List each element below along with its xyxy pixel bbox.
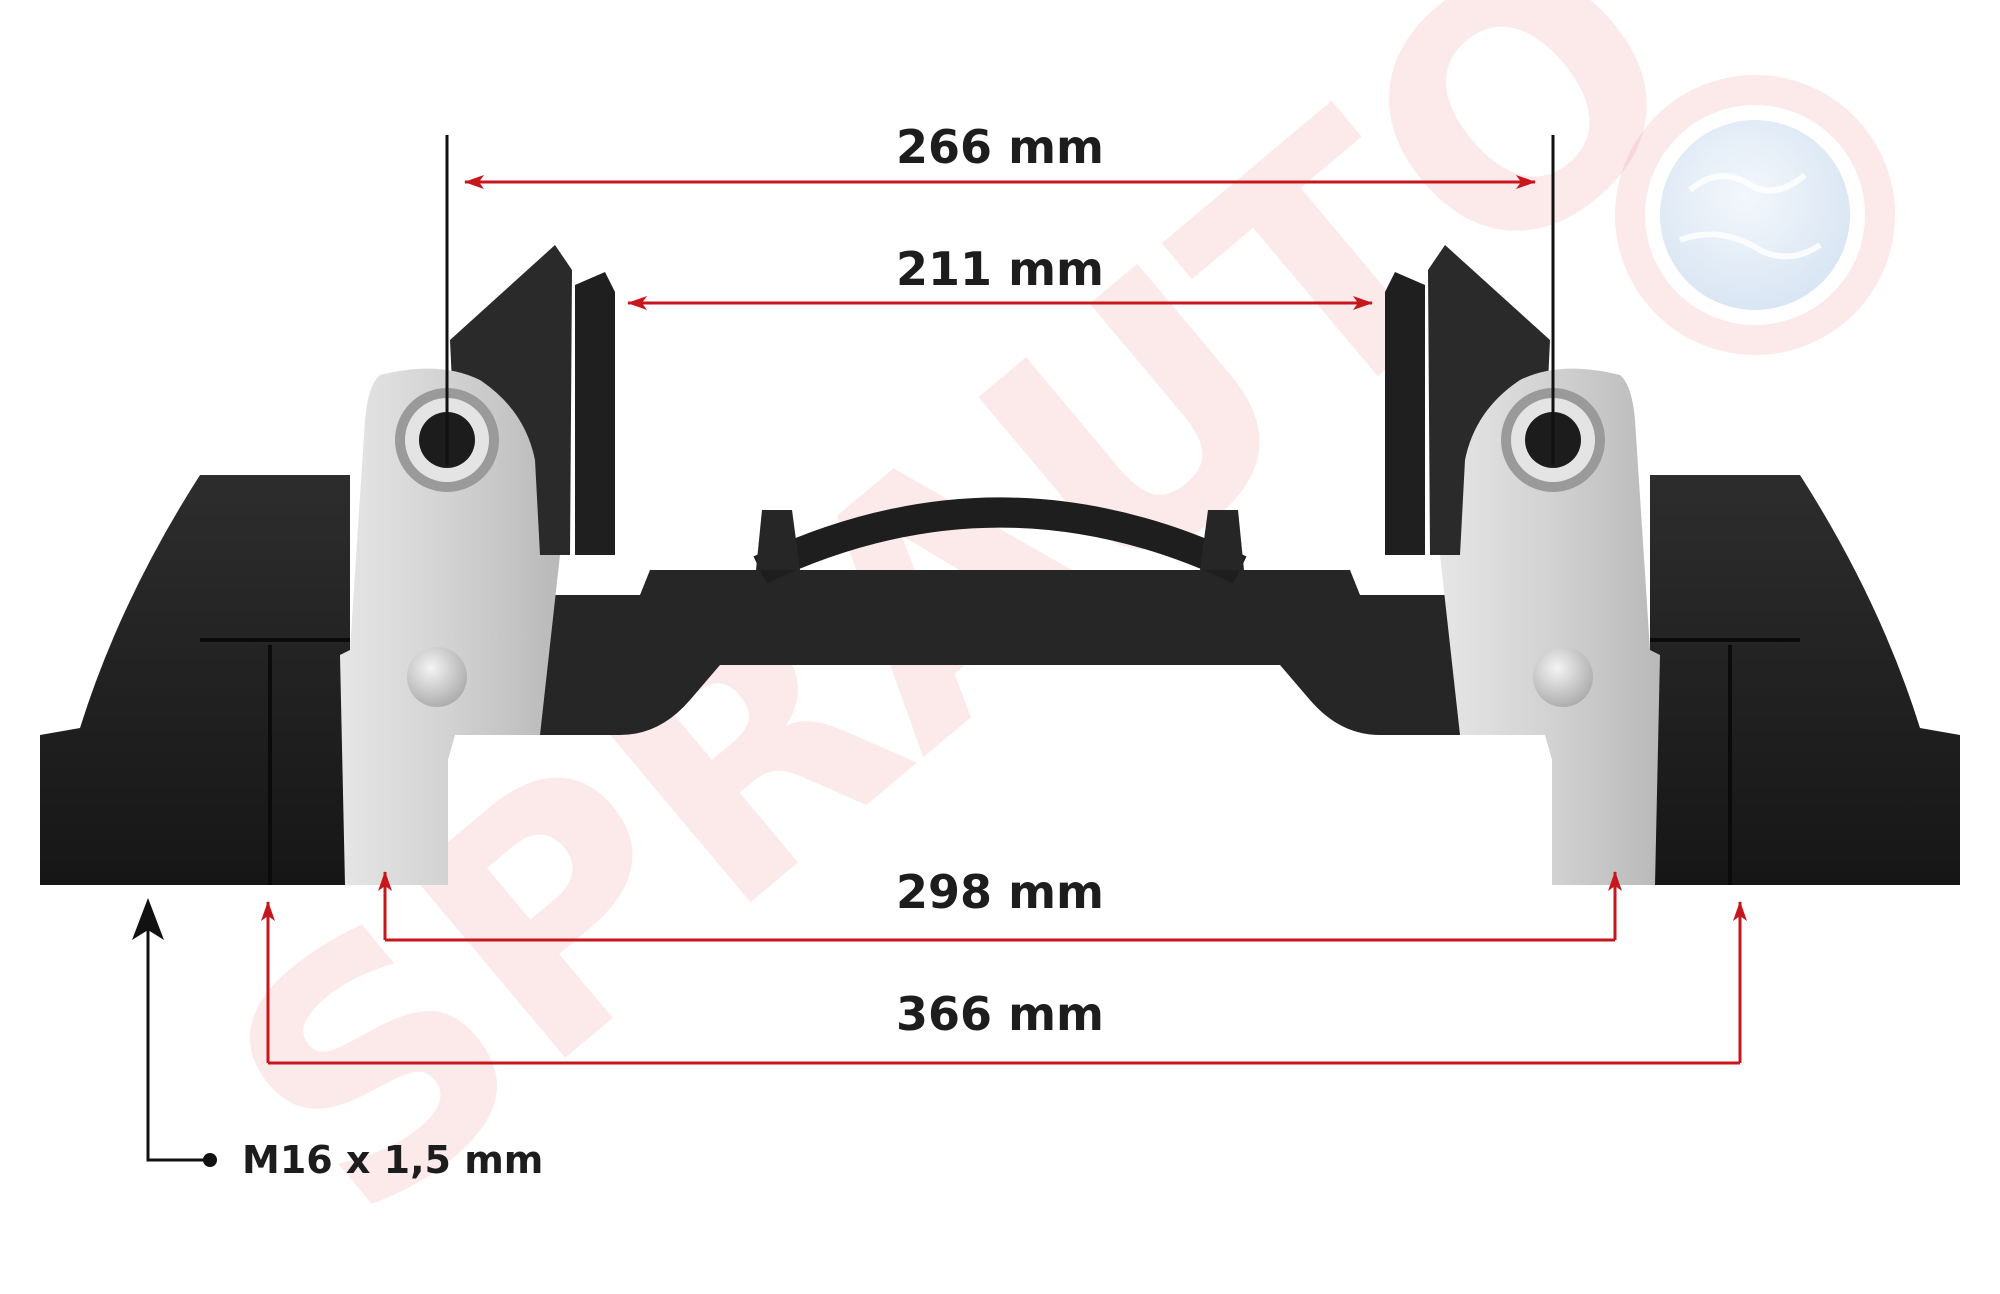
thread-callout: M16 x 1,5 mm [132, 898, 543, 1182]
right-rivet [1533, 647, 1593, 707]
right-pad-backplate [1650, 475, 1960, 885]
dim-298: 298 mm [378, 865, 1622, 942]
dim-label-266: 266 mm [896, 120, 1104, 174]
left-rivet [407, 647, 467, 707]
left-bracket [340, 368, 560, 886]
thread-label: M16 x 1,5 mm [242, 1138, 543, 1182]
left-brake-pad [575, 272, 615, 555]
dimension-lines: 266 mm 211 mm 298 mm 366 mm M16 x 1 [132, 120, 1747, 1182]
dim-266: 266 mm [464, 120, 1536, 189]
dim-label-298: 298 mm [896, 865, 1104, 919]
right-bracket [1440, 368, 1660, 886]
caliper-carrier [40, 245, 1960, 886]
carrier-arch [753, 497, 1247, 584]
globe-swoosh-logo [1615, 75, 1895, 355]
left-pad-backplate [40, 475, 350, 885]
dim-211: 211 mm [627, 242, 1373, 310]
dim-label-211: 211 mm [896, 242, 1104, 296]
right-brake-pad [1385, 272, 1425, 555]
carrier-beam [540, 570, 1460, 735]
dim-label-366: 366 mm [896, 987, 1104, 1041]
dim-366: 366 mm [261, 901, 1747, 1065]
